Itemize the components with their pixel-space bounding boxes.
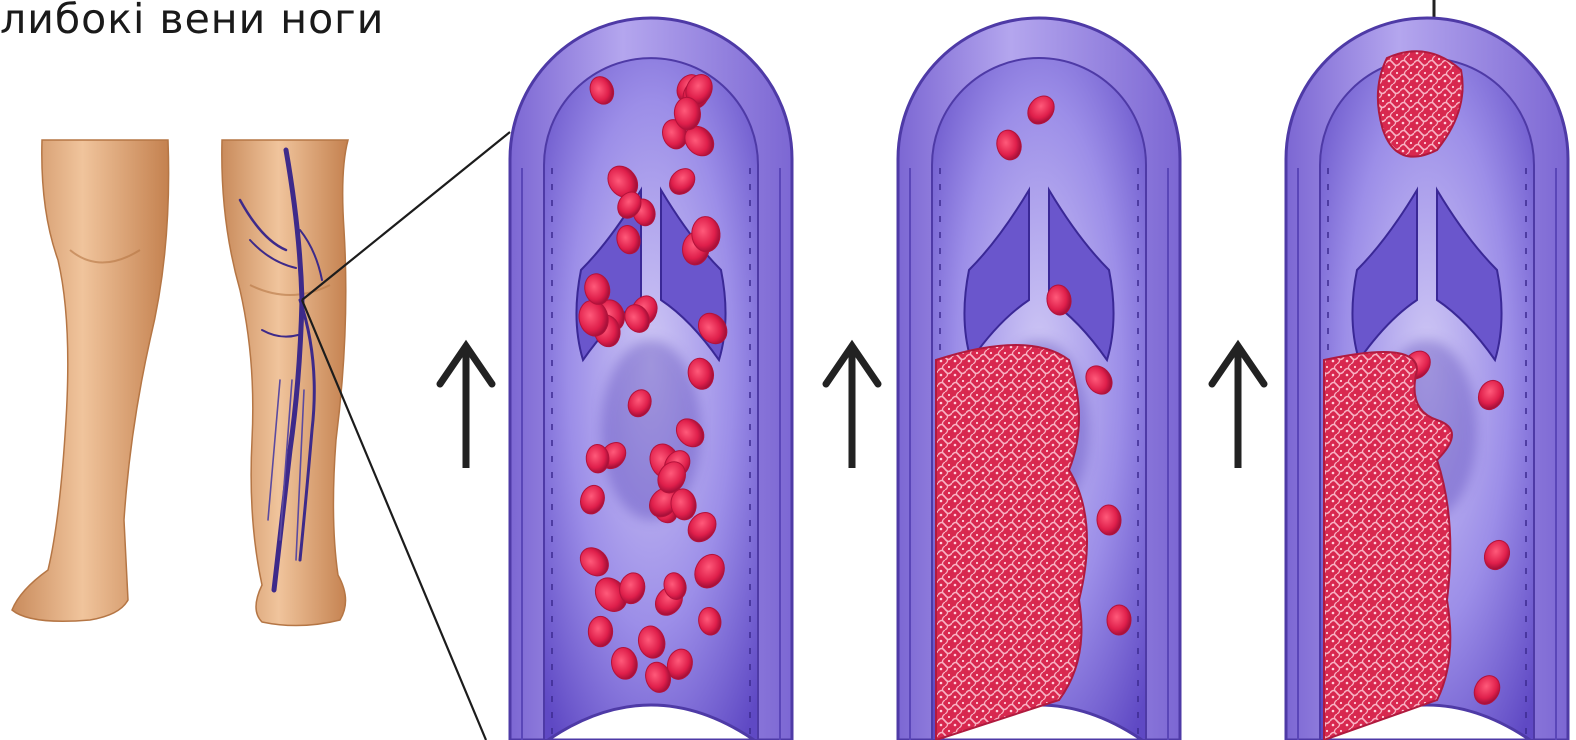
flow-arrow [826,346,878,468]
vein-segment-thrombus-formation [898,18,1180,740]
vein-segment-normal-flow [510,18,792,740]
thrombus [936,345,1087,740]
flow-arrow [440,346,492,468]
flow-arrow [1212,346,1264,468]
vessel-panels [510,18,1568,740]
red-blood-cell [1106,605,1131,636]
left-leg [12,140,169,621]
red-blood-cell [588,616,612,646]
vein-segment-embolus-detaching [1286,18,1568,740]
right-leg [222,140,348,626]
legs-illustration [12,140,348,626]
